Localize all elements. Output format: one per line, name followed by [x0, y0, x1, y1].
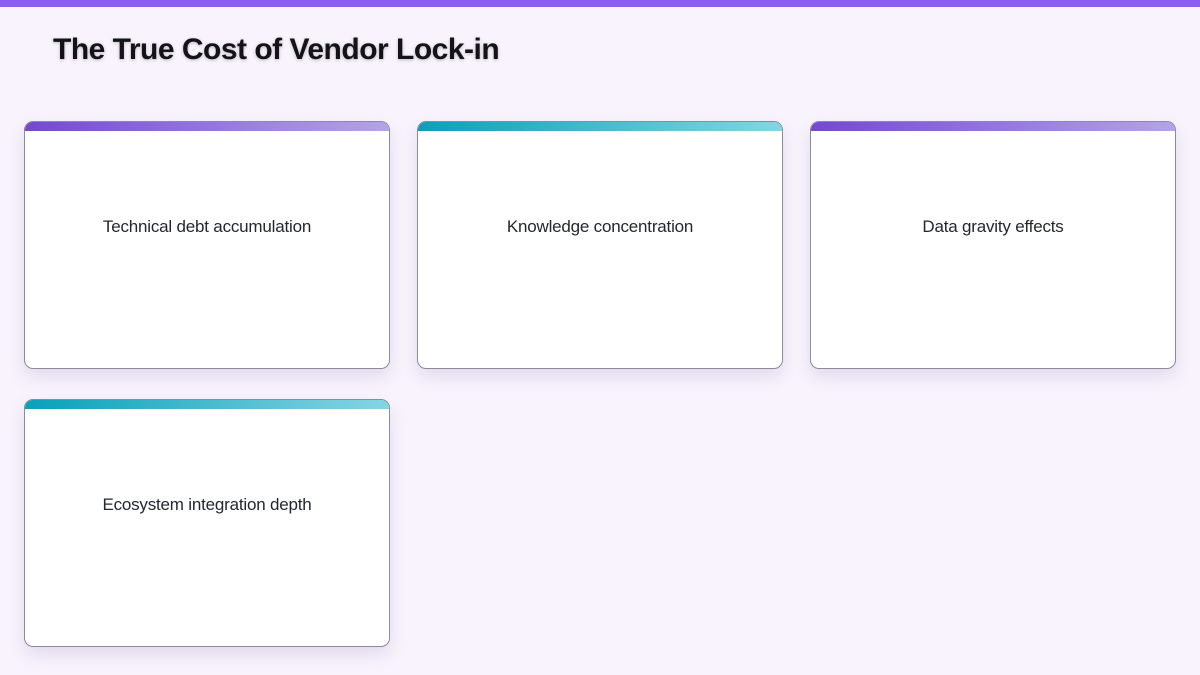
card-accent-strip	[25, 400, 389, 409]
card-data-gravity: Data gravity effects	[810, 121, 1176, 369]
card-body: Ecosystem integration depth	[25, 409, 389, 646]
card-accent-strip	[25, 122, 389, 131]
card-grid: Technical debt accumulation Knowledge co…	[24, 121, 1176, 647]
page-title: The True Cost of Vendor Lock-in	[53, 33, 500, 66]
card-accent-strip	[418, 122, 782, 131]
card-body: Data gravity effects	[811, 131, 1175, 368]
card-label: Knowledge concentration	[506, 217, 694, 236]
card-knowledge-concentration: Knowledge concentration	[417, 121, 783, 369]
card-label: Ecosystem integration depth	[102, 495, 312, 514]
card-ecosystem-integration: Ecosystem integration depth	[24, 399, 390, 647]
card-technical-debt: Technical debt accumulation	[24, 121, 390, 369]
card-label: Technical debt accumulation	[102, 217, 312, 236]
top-accent-bar	[0, 0, 1200, 7]
card-body: Knowledge concentration	[418, 131, 782, 368]
card-body: Technical debt accumulation	[25, 131, 389, 368]
card-accent-strip	[811, 122, 1175, 131]
card-label: Data gravity effects	[922, 217, 1064, 236]
